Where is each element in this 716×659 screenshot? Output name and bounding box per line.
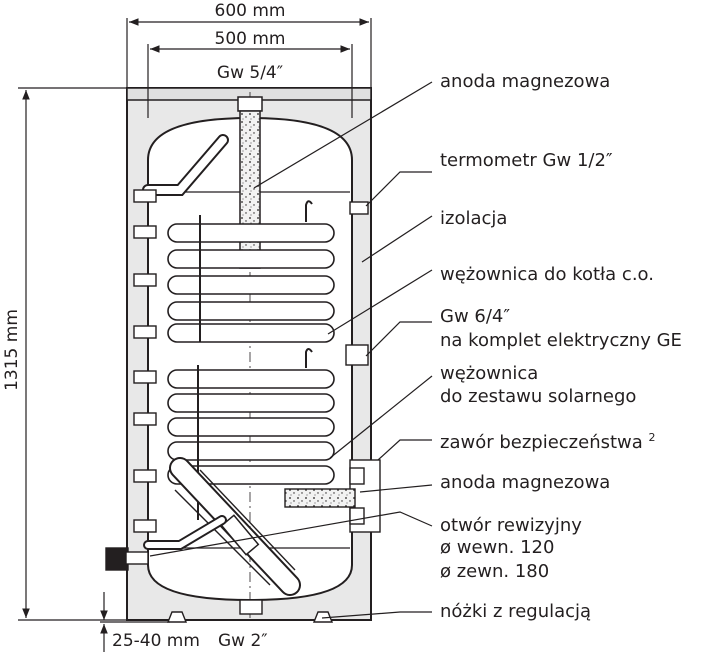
diagonal-coil-bottom — [169, 457, 301, 596]
connector — [133, 325, 157, 339]
label-zawor: zawór bezpieczeństwa 2 — [440, 431, 656, 453]
coil-turn — [167, 323, 335, 343]
connector — [133, 225, 157, 239]
height-dimension: 1315 mm — [2, 87, 127, 621]
top-dimensions: 600 mm 500 mm Gw 5/4″ — [126, 1, 372, 118]
upper-coil-turns — [167, 223, 335, 343]
coil-turn — [167, 441, 335, 461]
thermometer-port — [349, 201, 369, 215]
label-termometr: termometr Gw 1/2″ — [440, 150, 613, 171]
label-nozki: nóżki z regulacją — [440, 601, 591, 622]
upper-coil — [142, 134, 335, 343]
coil-turn — [167, 249, 335, 269]
connector — [133, 412, 157, 426]
height-label: 1315 mm — [2, 309, 22, 391]
heater-port — [345, 344, 369, 366]
label-anoda-top: anoda magnezowa — [440, 71, 610, 92]
coil-turn — [167, 301, 335, 321]
foot-icon — [312, 611, 334, 623]
sensor-sleeve — [305, 348, 313, 368]
label-izolacja: izolacja — [440, 208, 507, 229]
coil-turn — [167, 417, 335, 437]
top-connection-label: Gw 5/4″ — [217, 63, 283, 83]
label-gw-heater: Gw 6/4″ — [440, 306, 510, 327]
connector — [133, 519, 157, 533]
bottom-connection-label: Gw 2″ — [218, 631, 268, 651]
thermometer-sleeve — [305, 200, 313, 222]
feet — [166, 599, 334, 623]
drain-valve-icon — [105, 547, 129, 571]
connector — [133, 370, 157, 384]
label-komplet-ge: na komplet elektryczny GE — [440, 330, 682, 351]
connector — [133, 469, 157, 483]
bottom-port — [239, 599, 263, 615]
coil-turn — [167, 223, 335, 243]
lower-coil — [143, 348, 335, 596]
label-otwor-wewn: ø wewn. 120 — [440, 537, 554, 558]
coil-turn — [167, 393, 335, 413]
top-anode-rod — [239, 110, 261, 269]
coil-turn — [167, 369, 335, 389]
left-connectors — [105, 189, 157, 571]
leader-lines — [149, 81, 433, 619]
label-zestaw-solarny: do zestawu solarnego — [440, 386, 636, 407]
foot-icon — [166, 611, 188, 623]
lower-coil-turns — [167, 369, 335, 485]
bottom-anode-rod — [284, 488, 356, 508]
connector — [133, 189, 157, 203]
top-connector — [237, 96, 263, 112]
label-anoda-bottom: anoda magnezowa — [440, 472, 610, 493]
feet-height-label: 25-40 mm — [112, 631, 200, 651]
right-connectors — [345, 201, 381, 533]
bottom-dimension: 25-40 mm Gw 2″ — [100, 592, 268, 652]
label-wezownica-solar: wężownica — [440, 363, 538, 384]
coil-turn — [167, 275, 335, 295]
width-outer-label: 600 mm — [215, 1, 286, 21]
label-wezownica-kotla: wężownica do kotła c.o. — [440, 264, 654, 285]
label-otwor-zewn: ø zewn. 180 — [440, 561, 549, 582]
width-inner-label: 500 mm — [215, 29, 286, 49]
connector — [133, 273, 157, 287]
label-otwor: otwór rewizyjny — [440, 515, 582, 536]
callout-labels: anoda magnezowa termometr Gw 1/2″ izolac… — [440, 71, 682, 622]
